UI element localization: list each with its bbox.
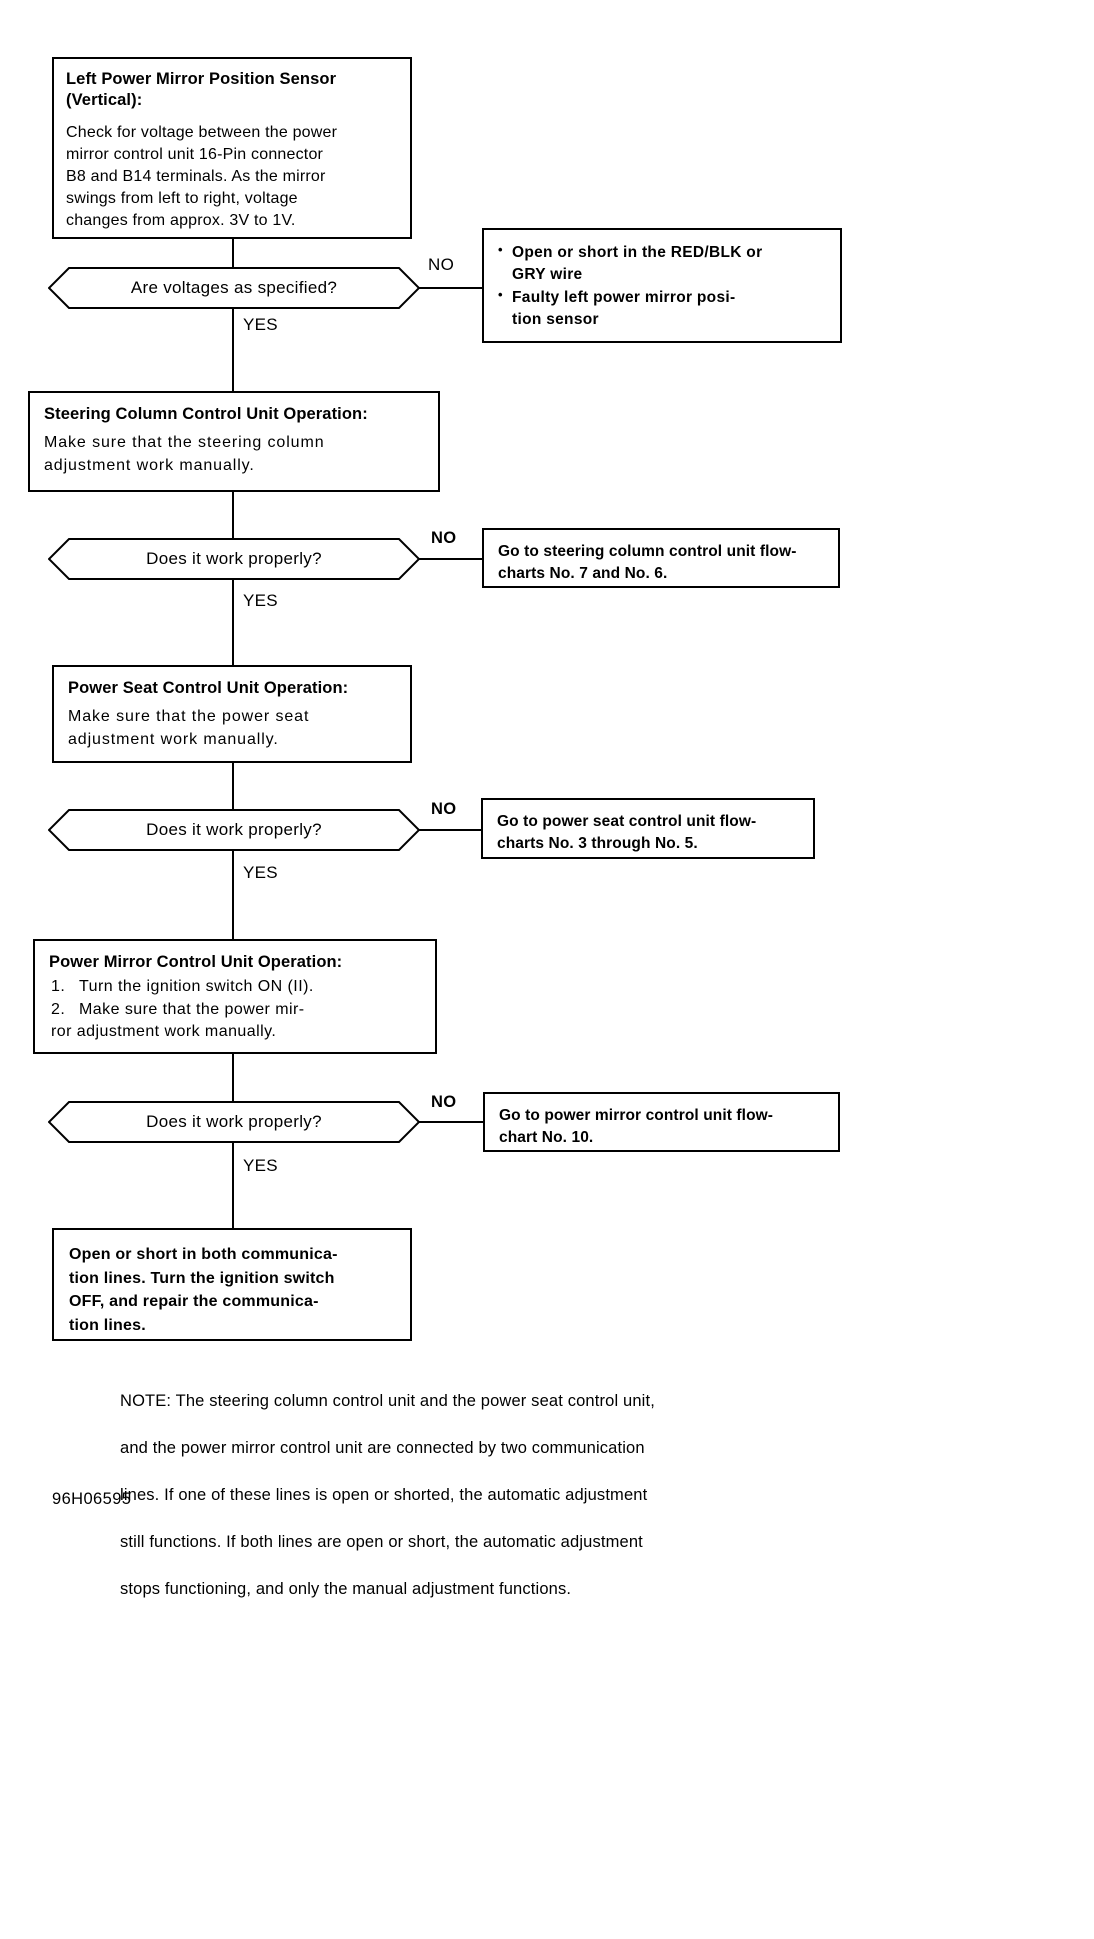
connector-steering-to-decision [232, 492, 234, 539]
step-line: Turn the ignition switch ON (II). [79, 978, 314, 996]
result-box-steering: Go to steering column control unit flow-… [482, 528, 840, 588]
figure-reference-number: 96H06595 [52, 1490, 132, 1508]
body-line: Make sure that the power seat [68, 708, 310, 726]
result-box-sensor-fault: Open or short in the RED/BLK or GRY wire… [482, 228, 842, 343]
note-line: lines. If one of these lines is open or … [120, 1486, 648, 1505]
result-text: Go to power mirror control unit flow- ch… [499, 1105, 824, 1149]
decision-label: Are voltages as specified? [130, 278, 338, 297]
bullet-line: Open or short in the RED/BLK or [512, 244, 763, 261]
connector-no-1 [418, 287, 484, 289]
title-line: (Vertical): [66, 91, 143, 110]
decision-label: Does it work properly? [146, 549, 322, 568]
connector-seat-to-decision [232, 763, 234, 809]
note-line: and the power mirror control unit are co… [120, 1439, 645, 1458]
body-line: adjustment work manually. [44, 456, 255, 474]
list-item: 1. Turn the ignition switch ON (II). [49, 976, 421, 998]
result-line: tion lines. [69, 1317, 146, 1335]
box-title: Steering Column Control Unit Operation: [44, 404, 424, 425]
connector-yes-2 [232, 579, 234, 665]
bullet-list: Open or short in the RED/BLK or GRY wire… [498, 241, 826, 331]
bullet-line: tion sensor [512, 311, 599, 329]
process-box-sensor-check: Left Power Mirror Position Sensor (Verti… [52, 57, 412, 239]
note-line: still functions. If both lines are open … [120, 1532, 643, 1551]
box-body: Make sure that the power seat adjustment… [68, 706, 396, 750]
list-item: 2. Make sure that the power mir- ror adj… [49, 999, 421, 1044]
body-line: B8 and B14 terminals. As the mirror [66, 168, 326, 186]
note-line: NOTE: The steering column control unit a… [120, 1392, 655, 1411]
bullet-line: GRY wire [512, 265, 583, 283]
list-item: Open or short in the RED/BLK or GRY wire [498, 241, 826, 285]
decision-label: Does it work properly? [146, 1112, 322, 1131]
branch-label-yes-2: YES [243, 591, 278, 610]
box-title: Power Seat Control Unit Operation: [68, 678, 396, 699]
decision-mirror: Does it work properly? [48, 1101, 420, 1143]
step-line: ror adjustment work manually. [51, 1023, 277, 1041]
title-line: Left Power Mirror Position Sensor [66, 70, 337, 88]
decision-seat: Does it work properly? [48, 809, 420, 851]
body-line: changes from approx. 3V to 1V. [66, 212, 296, 230]
body-line: Check for voltage between the power [66, 123, 338, 141]
body-line: mirror control unit 16-Pin connector [66, 145, 324, 163]
result-line: charts No. 3 through No. 5. [497, 835, 698, 852]
connector-sensor-to-decision [232, 239, 234, 268]
box-body: Check for voltage between the power mirr… [66, 122, 398, 232]
title-line: Power Seat Control Unit Operation: [68, 679, 349, 697]
connector-yes-4 [232, 1142, 234, 1228]
step-line: Make sure that the power mir- [79, 1000, 305, 1018]
connector-no-3 [418, 829, 482, 831]
box-title: Power Mirror Control Unit Operation: [49, 952, 421, 973]
result-box-power-mirror: Go to power mirror control unit flow- ch… [483, 1092, 840, 1152]
numbered-step-list: 1. Turn the ignition switch ON (II). 2. … [49, 976, 421, 1043]
body-line: adjustment work manually. [68, 730, 279, 748]
branch-label-no-2: NO [431, 529, 457, 547]
result-line: Go to power seat control unit flow- [497, 813, 757, 830]
branch-label-yes-3: YES [243, 863, 278, 882]
result-line: tion lines. Turn the ignition switch [69, 1269, 335, 1287]
result-box-final: Open or short in both communica- tion li… [52, 1228, 412, 1341]
decision-voltages: Are voltages as specified? [48, 267, 420, 309]
branch-label-no-4: NO [431, 1093, 457, 1111]
result-text: Open or short in both communica- tion li… [69, 1243, 395, 1338]
result-line: Go to steering column control unit flow- [498, 543, 797, 560]
note-line: stops functioning, and only the manual a… [120, 1579, 572, 1598]
result-box-power-seat: Go to power seat control unit flow- char… [481, 798, 815, 859]
result-line: chart No. 10. [499, 1129, 594, 1146]
body-line: Make sure that the steering column [44, 434, 325, 452]
title-line: Power Mirror Control Unit Operation: [49, 953, 343, 971]
result-text: Go to power seat control unit flow- char… [497, 811, 799, 855]
result-line: OFF, and repair the communica- [69, 1293, 319, 1311]
box-title: Left Power Mirror Position Sensor (Verti… [66, 69, 398, 112]
step-number: 1. [51, 978, 66, 996]
connector-no-4 [418, 1121, 484, 1123]
result-line: charts No. 7 and No. 6. [498, 565, 668, 582]
connector-yes-1 [232, 308, 234, 391]
connector-mirror-to-decision [232, 1054, 234, 1102]
decision-label: Does it work properly? [146, 820, 322, 839]
branch-label-yes-4: YES [243, 1156, 278, 1175]
process-box-steering-column: Steering Column Control Unit Operation: … [28, 391, 440, 492]
title-line: Steering Column Control Unit Operation: [44, 405, 368, 423]
result-line: Go to power mirror control unit flow- [499, 1107, 774, 1124]
branch-label-no-3: NO [431, 800, 457, 818]
connector-no-2 [418, 558, 484, 560]
process-box-power-seat: Power Seat Control Unit Operation: Make … [52, 665, 412, 763]
box-body: Make sure that the steering column adjus… [44, 432, 424, 476]
branch-label-yes-1: YES [243, 315, 278, 334]
decision-steering: Does it work properly? [48, 538, 420, 580]
body-line: swings from left to right, voltage [66, 190, 298, 208]
process-box-power-mirror: Power Mirror Control Unit Operation: 1. … [33, 939, 437, 1054]
list-item: Faulty left power mirror posi- tion sens… [498, 286, 826, 330]
result-text: Go to steering column control unit flow-… [498, 541, 824, 585]
note-paragraph: NOTE: The steering column control unit a… [120, 1367, 820, 1601]
connector-yes-3 [232, 850, 234, 939]
branch-label-no-1: NO [428, 255, 455, 274]
step-number: 2. [51, 1000, 66, 1018]
bullet-line: Faulty left power mirror posi- [512, 289, 736, 307]
result-line: Open or short in both communica- [69, 1246, 338, 1263]
